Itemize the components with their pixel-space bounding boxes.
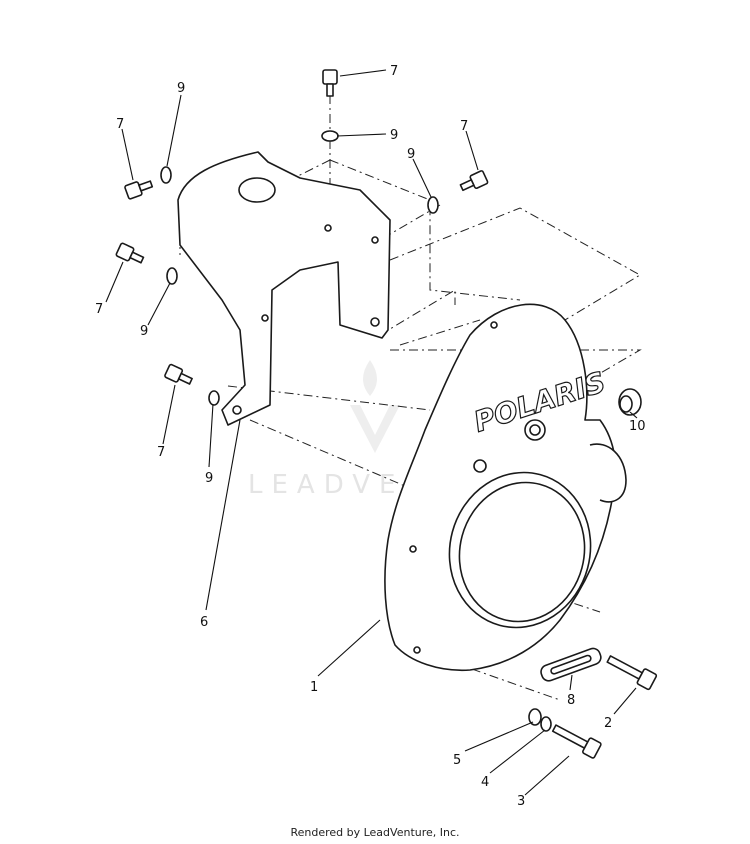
screw-upper-right: [459, 170, 489, 192]
slotted-bracket: [540, 647, 602, 682]
blower-housing: POLARIS: [384, 303, 627, 672]
screw-lower-left: [164, 363, 193, 385]
upper-shroud: [177, 151, 391, 426]
screw-mid-left: [115, 242, 145, 264]
lockwasher-4: [540, 716, 552, 732]
washers: [160, 130, 439, 406]
callout-5: 5: [453, 753, 461, 768]
callout-3: 3: [517, 794, 525, 809]
washer-mid-left: [166, 267, 178, 285]
callout-9-lower-left: 9: [205, 471, 213, 486]
washer-lower-left: [208, 390, 220, 406]
washer-top: [321, 130, 339, 142]
leader-lines: [105, 69, 638, 796]
washer-upper-right: [427, 196, 439, 214]
callout-10: 10: [629, 419, 646, 434]
washer-5: [528, 708, 542, 726]
washer-upper-left: [160, 166, 172, 184]
callout-9-upper-left: 9: [177, 81, 185, 96]
watermark-logo: [350, 360, 400, 453]
callout-4: 4: [481, 775, 489, 790]
bolt-assembly: [528, 647, 658, 759]
callouts: 7 9 9 7 9 7 7 9 7 9 6 1 10 8 2 5 4 3: [95, 64, 646, 809]
callout-7-upper-right: 7: [460, 119, 468, 134]
callout-8: 8: [567, 693, 575, 708]
screw-top: [322, 69, 338, 97]
callout-9-mid-left: 9: [140, 324, 148, 339]
footer-credit: Rendered by LeadVenture, Inc.: [290, 826, 460, 839]
callout-7-upper-left: 7: [116, 117, 124, 132]
callout-7-mid-left: 7: [95, 302, 103, 317]
callout-6: 6: [200, 615, 208, 630]
callout-2: 2: [604, 716, 612, 731]
screws: [115, 69, 489, 385]
callout-9-upper-right: 9: [407, 147, 415, 162]
callout-9-top: 9: [390, 128, 398, 143]
bolt-3: [551, 724, 602, 759]
callout-7-top: 7: [390, 64, 398, 79]
callout-1: 1: [310, 680, 318, 695]
grommet: [618, 388, 642, 416]
screw-upper-left: [124, 180, 154, 200]
bolt-2: [606, 655, 658, 691]
callout-7-lower-left: 7: [157, 445, 165, 460]
